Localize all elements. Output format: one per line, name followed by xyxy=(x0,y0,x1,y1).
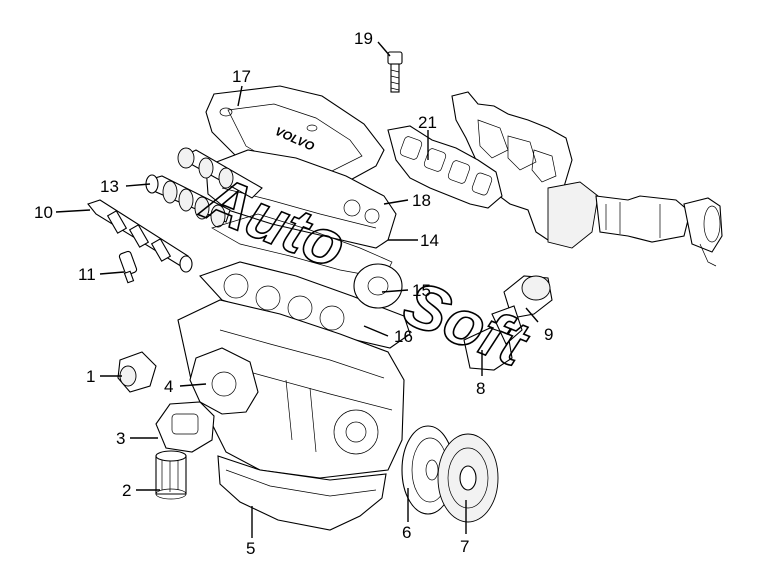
callout-18: 18 xyxy=(412,191,431,210)
callout-7: 7 xyxy=(460,537,469,556)
thermostat-housing xyxy=(117,351,157,393)
oil-filter-housing xyxy=(155,401,215,453)
leader-lines xyxy=(55,41,539,538)
fuel-injector xyxy=(118,250,138,284)
clutch-disc xyxy=(437,433,499,523)
callout-6: 6 xyxy=(402,523,411,542)
callout-3: 3 xyxy=(116,429,125,448)
exhaust-manifold xyxy=(451,91,723,267)
callout-5: 5 xyxy=(246,539,255,558)
bolt xyxy=(387,51,403,93)
callout-13: 13 xyxy=(100,177,119,196)
callout-9: 9 xyxy=(544,325,553,344)
callout-4: 4 xyxy=(164,377,173,396)
exhaust-gasket xyxy=(387,125,503,209)
callout-11: 11 xyxy=(78,265,96,284)
callout-19: 19 xyxy=(354,29,373,48)
callout-16: 16 xyxy=(394,327,413,346)
callout-1: 1 xyxy=(86,367,95,386)
camshaft-gear xyxy=(353,263,403,309)
oil-filter xyxy=(155,450,187,500)
fuel-rail xyxy=(87,199,193,273)
callout-21: 21 xyxy=(418,113,437,132)
camshaft xyxy=(145,174,231,228)
callout-8: 8 xyxy=(476,379,485,398)
oil-pan xyxy=(217,455,387,531)
camshaft-exhaust xyxy=(177,147,263,199)
callout-15: 15 xyxy=(412,281,431,300)
callout-2: 2 xyxy=(122,481,131,500)
callout-14: 14 xyxy=(420,231,439,250)
water-pump xyxy=(189,347,259,415)
callout-10: 10 xyxy=(34,203,53,222)
callout-17: 17 xyxy=(232,67,251,86)
engine-mount xyxy=(463,275,553,371)
